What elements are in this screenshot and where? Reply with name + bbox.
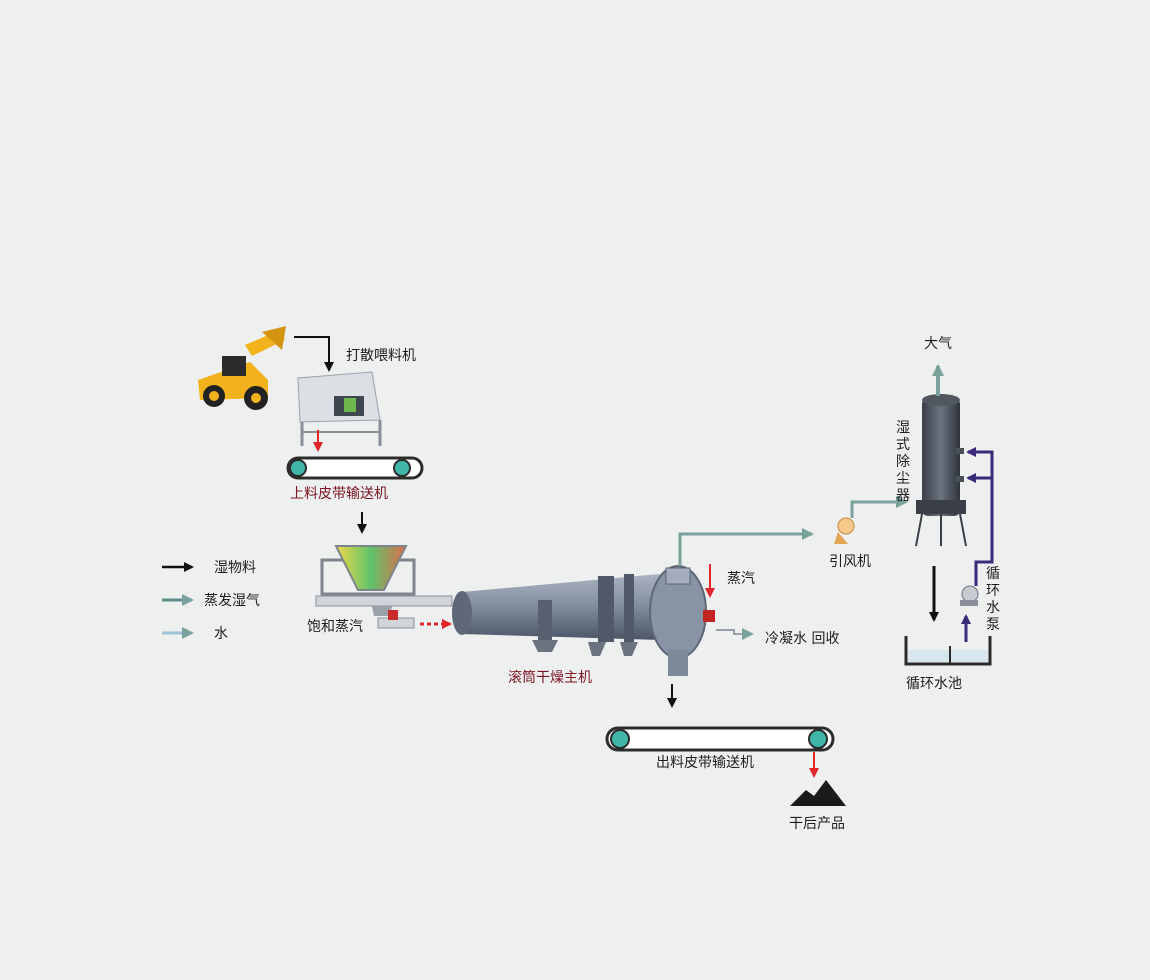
label-rotary-dryer: 滚筒干燥主机: [508, 669, 592, 686]
vapor-line-dryer-to-fan: [678, 528, 814, 566]
discharge-conveyor-icon: [605, 726, 835, 752]
arrow-condensate: [716, 628, 754, 640]
label-loading-conveyor: 上料皮带输送机: [290, 486, 388, 502]
legend-label: 水: [214, 626, 228, 642]
label-wet-scrubber-char: 湿: [896, 420, 910, 436]
legend: 湿物料 蒸发湿气 水: [162, 560, 260, 642]
hopper-icon: [315, 545, 453, 629]
label-circulation-pool: 循环水池: [906, 676, 962, 692]
label-pump-char: 水: [986, 600, 1000, 616]
arrow-loader-to-feeder: [294, 336, 334, 372]
scrubber-tower-icon: [915, 394, 967, 547]
label-dried-product: 干后产品: [789, 816, 845, 832]
label-wet-scrubber-char: 除: [896, 454, 910, 470]
label-condensate: 冷凝水 回收: [765, 631, 839, 647]
vapor-line-fan-to-scrubber: [850, 496, 908, 518]
legend-label: 湿物料: [214, 560, 256, 576]
label-pump-char: 循: [986, 566, 1000, 582]
rotary-dryer-icon: [452, 565, 715, 676]
label-scatter-feeder: 打散喂料机: [346, 347, 416, 364]
label-wet-scrubber-char: 式: [896, 437, 910, 453]
label-wet-scrubber: 湿 式 除 尘 器: [896, 420, 910, 504]
loading-conveyor-icon: [286, 456, 424, 480]
label-saturated-steam: 饱和蒸汽: [307, 619, 363, 635]
loader-icon: [198, 326, 286, 410]
feeder-icon: [297, 371, 382, 446]
fan-icon: [834, 517, 855, 544]
label-induced-fan: 引风机: [829, 554, 871, 570]
label-discharge-conveyor: 出料皮带输送机: [656, 755, 754, 771]
pump-icon: [960, 585, 979, 606]
product-pile-icon: [790, 780, 846, 806]
label-pump-char: 环: [986, 583, 1000, 599]
circulation-return-line: [966, 447, 994, 586]
pool-icon: [904, 636, 992, 666]
label-wet-scrubber-char: 尘: [896, 471, 910, 487]
label-wet-scrubber-char: 器: [896, 488, 910, 504]
label-circulation-pump: 循 环 水 泵: [986, 566, 1000, 633]
legend-label: 蒸发湿气: [204, 593, 260, 609]
label-atmosphere: 大气: [924, 336, 952, 352]
label-pump-char: 泵: [986, 617, 1000, 633]
label-steam: 蒸汽: [727, 571, 755, 587]
